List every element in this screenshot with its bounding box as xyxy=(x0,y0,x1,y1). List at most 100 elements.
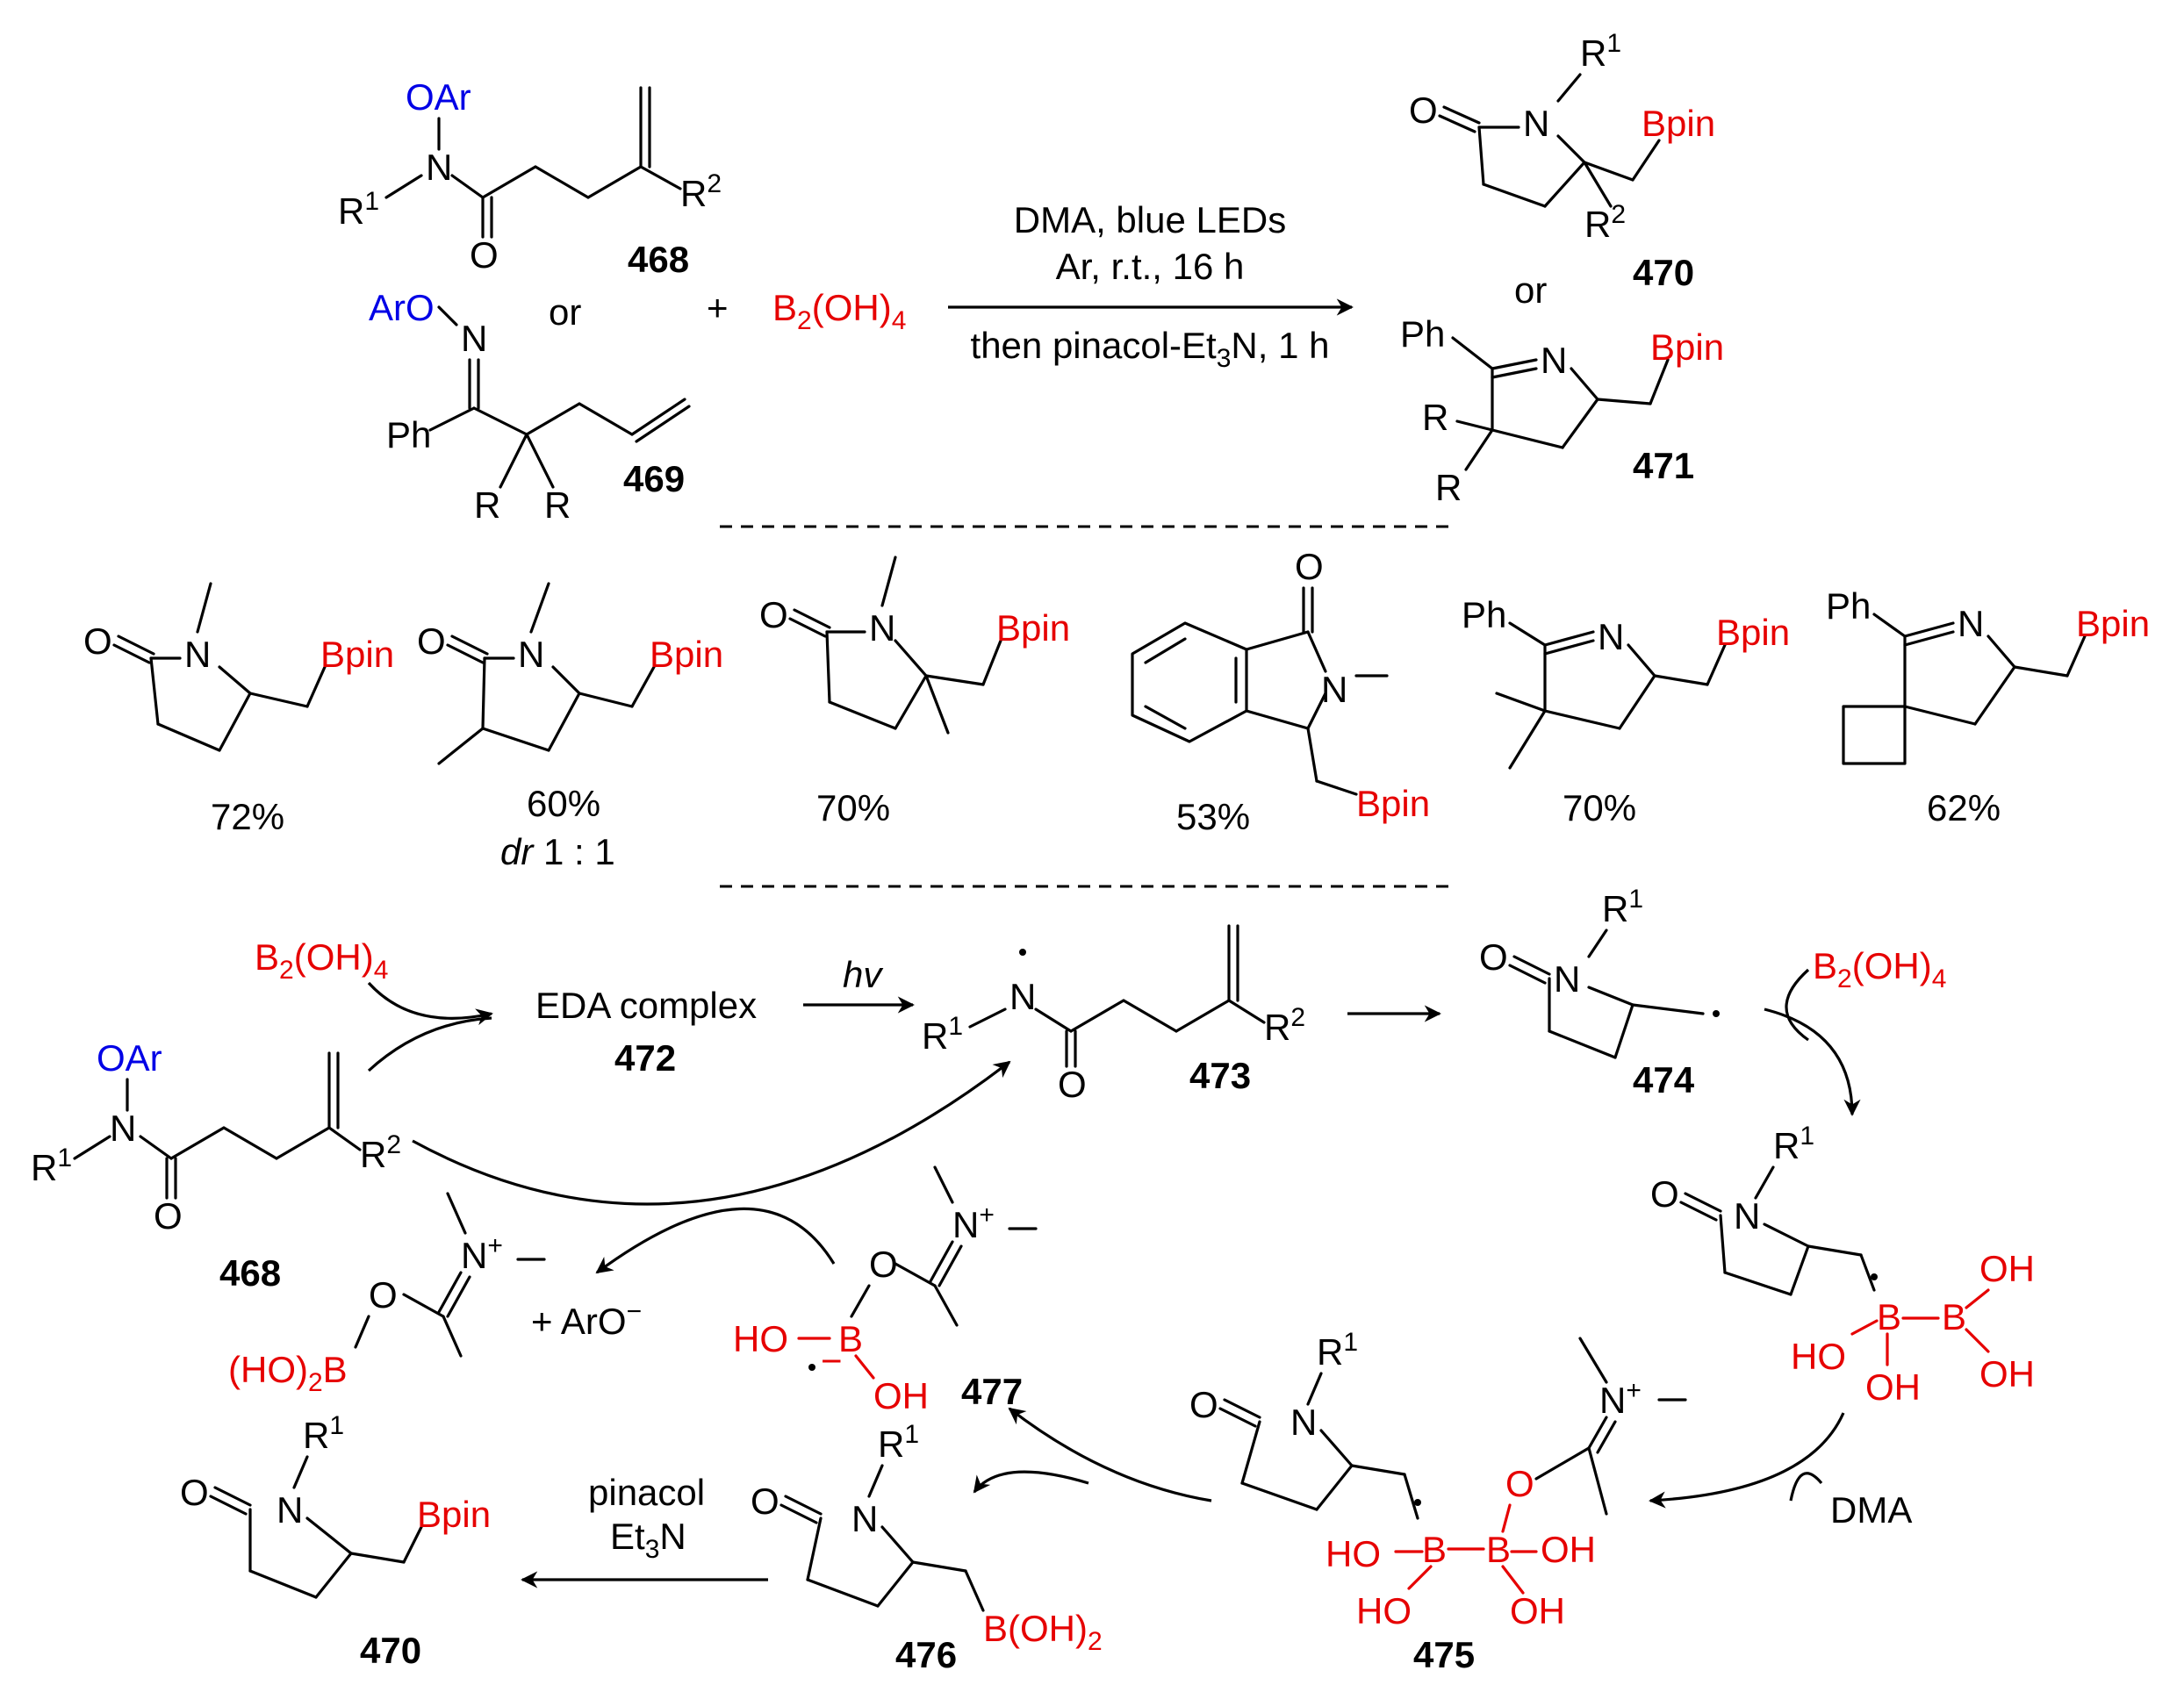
svg-text:O: O xyxy=(369,1274,398,1316)
compound-471: Ph N Bpin R R 471 xyxy=(1400,313,1724,508)
svg-text:O: O xyxy=(470,234,499,276)
example-4: O N Bpin 53% xyxy=(1131,546,1430,837)
svg-text:O: O xyxy=(1479,936,1508,978)
yield-5: 70% xyxy=(1563,787,1636,828)
svg-text:O: O xyxy=(869,1244,898,1285)
svg-text:Ph: Ph xyxy=(1462,594,1506,635)
svg-text:O: O xyxy=(180,1472,209,1513)
svg-text:N: N xyxy=(1009,976,1036,1017)
svg-text:R2: R2 xyxy=(680,169,722,214)
conditions-1: DMA, blue LEDs xyxy=(1014,199,1286,240)
svg-text:N: N xyxy=(426,147,452,188)
bpin-label: Bpin xyxy=(1642,103,1715,144)
svg-text:Bpin: Bpin xyxy=(650,634,723,675)
svg-text:R1: R1 xyxy=(1580,29,1621,74)
svg-text:R1: R1 xyxy=(31,1144,72,1188)
label-468-top: 468 xyxy=(628,239,689,280)
label-469: 469 xyxy=(623,458,685,499)
svg-text:Bpin: Bpin xyxy=(1650,326,1724,368)
aro-label: ArO xyxy=(369,287,435,328)
svg-text:B(OH)2: B(OH)2 xyxy=(983,1608,1103,1656)
or-right: or xyxy=(1514,269,1547,311)
arrow-b2oh4-in xyxy=(367,981,493,1026)
label-473: 473 xyxy=(1189,1055,1251,1096)
svg-text:R: R xyxy=(474,484,500,526)
example-6: Ph N Bpin 62% xyxy=(1826,585,2150,828)
svg-text:R2: R2 xyxy=(360,1130,401,1175)
svg-text:B: B xyxy=(1422,1529,1447,1570)
svg-text:R1: R1 xyxy=(1602,885,1643,929)
yield-2: 60% xyxy=(527,783,600,824)
label-476: 476 xyxy=(895,1634,957,1675)
svg-text:O: O xyxy=(417,620,446,662)
yield-1: 72% xyxy=(211,796,284,837)
compound-477: N+ O B HO OH − 477 xyxy=(733,1165,1038,1416)
compound-468-top: OAr N R1 O R2 468 xyxy=(338,76,722,280)
svg-text:N: N xyxy=(1321,669,1347,710)
compound-476: R1 N O B(OH)2 476 xyxy=(751,1420,1103,1675)
oar-label: OAr xyxy=(406,76,471,118)
svg-text:N: N xyxy=(1554,958,1580,1000)
svg-text:N: N xyxy=(1523,103,1549,144)
yield-3: 70% xyxy=(816,787,890,828)
arrow-475-477 xyxy=(1008,1407,1212,1502)
svg-text:R1: R1 xyxy=(878,1420,919,1465)
svg-text:O: O xyxy=(1189,1384,1218,1425)
yield-4: 53% xyxy=(1176,796,1250,837)
svg-text:R1: R1 xyxy=(303,1411,344,1456)
svg-text:OH: OH xyxy=(1979,1248,2035,1289)
svg-text:B: B xyxy=(1877,1296,1901,1337)
example-1: O N Bpin 72% xyxy=(83,582,394,837)
svg-text:N: N xyxy=(851,1498,878,1539)
label-474: 474 xyxy=(1633,1059,1695,1101)
svg-text:OH: OH xyxy=(873,1375,929,1416)
svg-text:Ph: Ph xyxy=(1400,313,1445,355)
svg-text:Ph: Ph xyxy=(386,414,431,455)
conditions-3: then pinacol-Et3N, 1 h xyxy=(971,325,1330,373)
label-471: 471 xyxy=(1633,445,1694,486)
et3n-label: Et3N xyxy=(610,1516,686,1564)
svg-text:N: N xyxy=(1958,603,1984,644)
arrow-475-476 xyxy=(973,1470,1089,1494)
svg-text:Bpin: Bpin xyxy=(2076,603,2150,644)
aro-minus: + ArO− xyxy=(531,1297,642,1342)
compound-470-top: R1 N O R2 Bpin 470 xyxy=(1409,29,1715,293)
svg-text:(HO)2B: (HO)2B xyxy=(228,1349,348,1397)
svg-text:N: N xyxy=(184,634,211,675)
svg-text:O: O xyxy=(1295,546,1324,587)
svg-text:Bpin: Bpin xyxy=(1356,783,1430,824)
svg-text:O: O xyxy=(154,1195,183,1237)
label-475: 475 xyxy=(1413,1634,1475,1675)
label-472: 472 xyxy=(614,1037,676,1079)
svg-text:O: O xyxy=(1058,1064,1087,1105)
dma-label: DMA xyxy=(1830,1489,1912,1531)
svg-text:N: N xyxy=(277,1489,303,1531)
svg-text:O: O xyxy=(83,620,112,662)
compound-475: R1 N O B B HO HO OH OH O N+ 475 xyxy=(1189,1328,1687,1675)
label-470-bottom: 470 xyxy=(360,1630,421,1671)
svg-text:N: N xyxy=(110,1108,136,1149)
svg-text:HO: HO xyxy=(1356,1590,1412,1631)
svg-text:N: N xyxy=(1541,340,1567,381)
label-477: 477 xyxy=(961,1371,1023,1412)
conditions-2: Ar, r.t., 16 h xyxy=(1056,246,1245,287)
compound-473: N R1 O R2 473 xyxy=(922,924,1305,1105)
svg-text:R1: R1 xyxy=(922,1012,963,1057)
svg-text:B: B xyxy=(838,1318,863,1359)
svg-text:B: B xyxy=(1942,1296,1966,1337)
byproduct: N+ O (HO)2B + ArO− xyxy=(228,1192,642,1397)
svg-text:R2: R2 xyxy=(1584,200,1626,245)
svg-text:N: N xyxy=(518,634,544,675)
arrow-468-473 xyxy=(412,1060,1011,1206)
hv-label: hv xyxy=(843,954,884,995)
svg-text:HO: HO xyxy=(1325,1533,1381,1574)
svg-text:R: R xyxy=(1422,397,1448,438)
svg-text:N: N xyxy=(1598,616,1624,657)
svg-text:OH: OH xyxy=(1979,1353,2035,1395)
svg-text:OH: OH xyxy=(1865,1366,1921,1408)
svg-text:OAr: OAr xyxy=(97,1037,162,1079)
svg-text:R1: R1 xyxy=(1773,1122,1814,1166)
reagent-b2oh4: B2(OH)4 xyxy=(772,287,906,335)
eda-complex: EDA complex xyxy=(535,985,757,1026)
mech-b2oh4-a: B2(OH)4 xyxy=(255,936,388,985)
